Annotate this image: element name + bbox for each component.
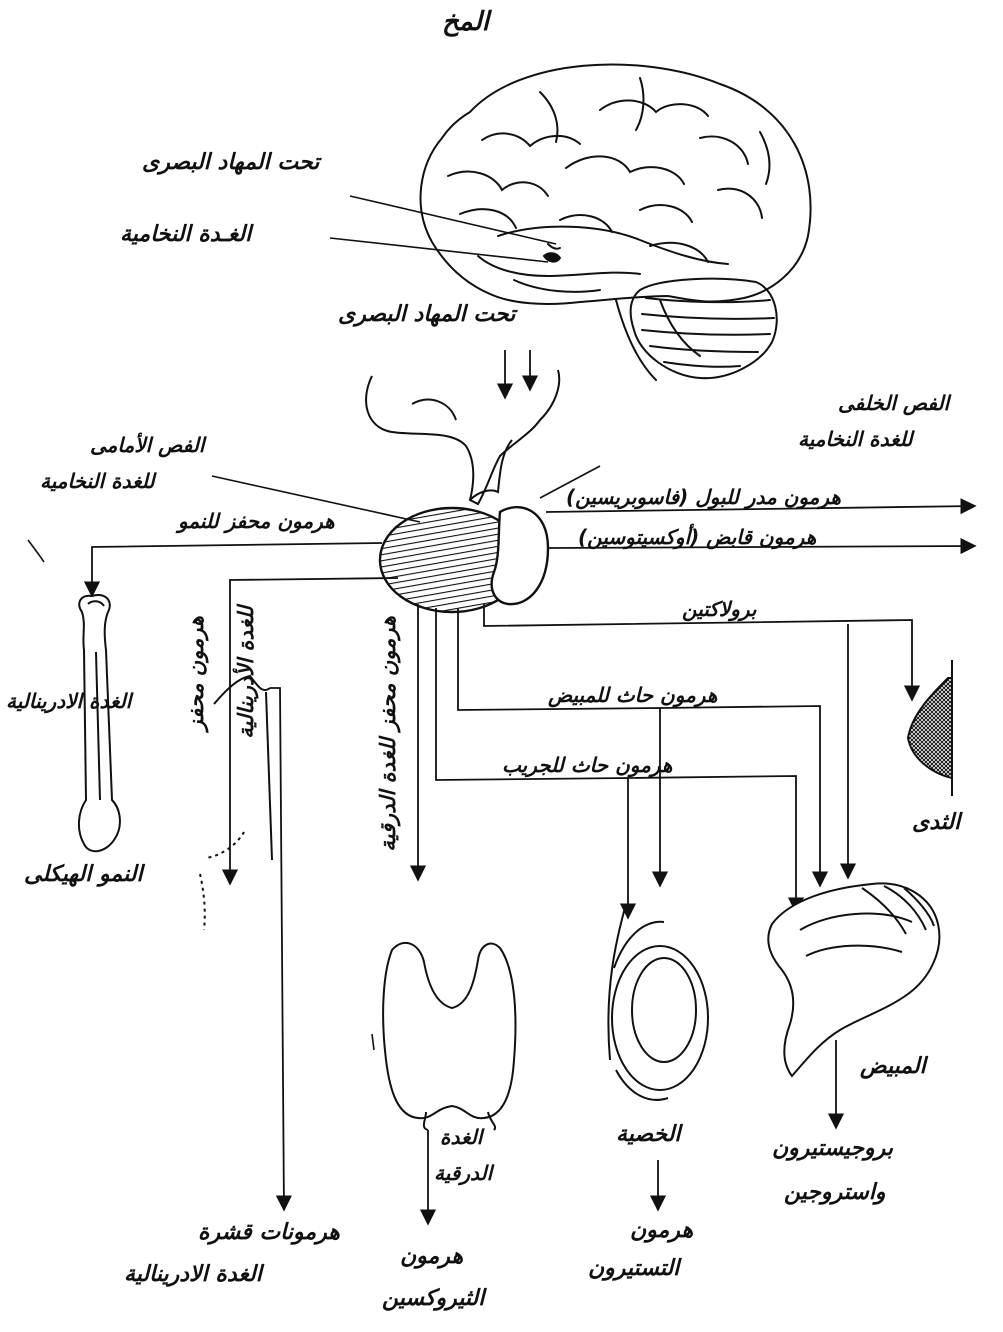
bone-illustration (79, 595, 120, 851)
ovary-hormones-label-line1: بروجيستيرون (772, 1136, 893, 1161)
ovary-label: المبيض (860, 1054, 926, 1079)
testis-label: الخصية (616, 1122, 681, 1147)
posterior-lobe (492, 507, 548, 604)
ovary-illustration (768, 883, 939, 1076)
acth-label-line2: للغدة الأدرينالية (234, 606, 258, 739)
testosterone-label-line1: هرمون (630, 1218, 693, 1243)
adrenal-gland-label: الغدة الادرينالية (6, 690, 131, 713)
ovary-stimulating-hormone-label: هرمون حاث للمبيض (548, 684, 717, 707)
posterior-lobe-label-line1: الفص الخلفى (838, 392, 949, 415)
thyroid-label-line1: الغدة (440, 1126, 482, 1149)
posterior-lobe-label-line2: للغدة النخامية (798, 428, 912, 451)
testosterone-label-line2: التستيرون (588, 1256, 679, 1281)
thyroid-illustration (383, 943, 515, 1130)
skeletal-growth-label: النمو الهيكلى (24, 862, 143, 887)
breast-illustration (908, 660, 952, 796)
anterior-lobe-label-line2: للغدة النخامية (40, 470, 154, 493)
brain-label: المخ (442, 8, 489, 38)
hormone-arrows (92, 506, 975, 1224)
adrenal-cortex-hormones-line2: الغدة الادرينالية (124, 1262, 262, 1287)
hypothalamus-lower-label: تحت المهاد البصرى (338, 302, 515, 327)
acth-label-line1: هرمون محفز (184, 616, 208, 731)
breast-label: الثدى (912, 810, 960, 835)
thyroid-label-line2: الدرقية (434, 1162, 492, 1185)
thyroxine-label-line1: هرمون (400, 1244, 463, 1269)
adrenal-cortex-hormones-line1: هرمونات قشرة (198, 1220, 340, 1245)
thyroxine-label-line2: الثيروكسين (382, 1286, 484, 1311)
oxytocin-label: هرمون قابض (أوكسيتوسين) (578, 526, 816, 549)
vasopressin-label: هرمون مدر للبول (فاسوبريسين) (566, 486, 841, 509)
follicle-stimulating-hormone-label: هرمون حاث للجريب (502, 754, 672, 777)
ovary-hormones-label-line2: واستروجين (784, 1180, 886, 1205)
tsh-label: هرمون محفز للغدة الدرقية (376, 616, 400, 852)
hypothalamus-upper-label: تحت المهاد البصرى (142, 150, 319, 175)
pituitary-gland-illustration (366, 370, 559, 612)
pituitary-gland-label: الغـدة النخامية (120, 222, 251, 247)
prolactin-label: برولاكتين (682, 598, 756, 621)
brain-illustration (421, 64, 811, 380)
growth-hormone-label: هرمون محفز للنمو (178, 510, 335, 533)
testis-illustration (608, 904, 708, 1100)
anterior-lobe-label-line1: الفص الأمامى (90, 434, 204, 457)
hypothalamus-arrows (505, 350, 530, 398)
